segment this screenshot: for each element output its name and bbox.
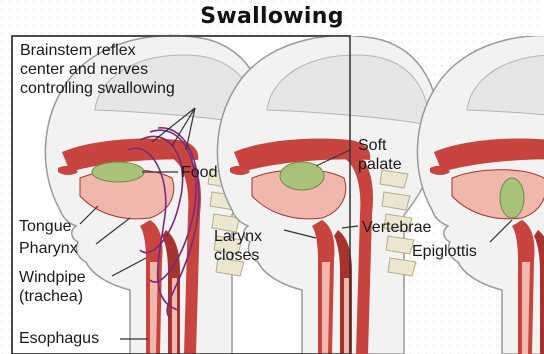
label-soft-palate: Soft palate: [358, 136, 402, 174]
food-bolus: [92, 162, 144, 182]
label-tongue: Tongue: [19, 217, 72, 236]
label-pharynx: Pharynx: [19, 239, 78, 258]
label-larynx-closes: Larynx closes: [214, 227, 262, 265]
label-food: Food: [181, 163, 217, 182]
label-vertebrae: Vertebrae: [362, 218, 431, 237]
label-windpipe: Windpipe (trachea): [19, 268, 86, 306]
label-esophagus: Esophagus: [19, 329, 99, 348]
label-brainstem: Brainstem reflex center and nerves contr…: [20, 41, 175, 98]
label-epiglottis: Epiglottis: [412, 242, 477, 261]
diagram-title: Swallowing: [0, 4, 544, 29]
